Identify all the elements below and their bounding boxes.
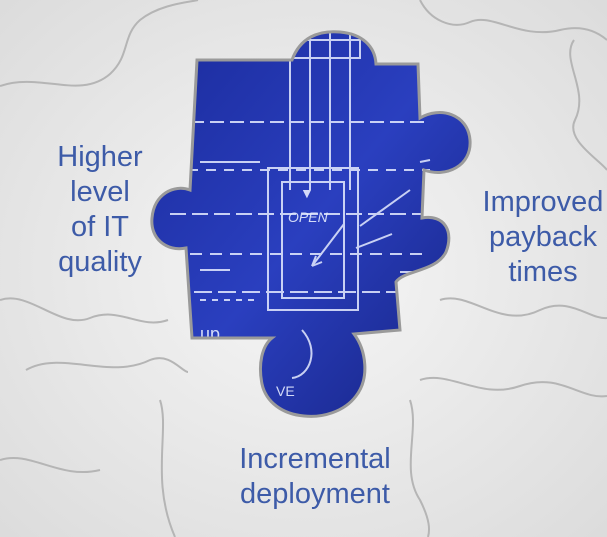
label-line: times <box>508 256 578 288</box>
ve-label: VE <box>276 383 295 399</box>
label-higher-it-quality: Higher level of IT quality <box>30 140 170 280</box>
label-line: of IT <box>70 211 129 243</box>
label-line: Improved <box>482 186 604 218</box>
label-line: deployment <box>240 478 390 510</box>
label-improved-payback: Improved payback times <box>458 185 607 290</box>
label-incremental-deployment: Incremental deployment <box>205 442 425 512</box>
piece-outline <box>150 30 472 418</box>
label-line: Higher <box>57 141 143 173</box>
svg-text:▼: ▼ <box>300 185 314 201</box>
label-line: payback <box>488 221 597 253</box>
label-line: Incremental <box>239 443 391 475</box>
open-label: OPEN <box>288 209 329 225</box>
label-line: level <box>70 176 130 208</box>
label-line: quality <box>58 246 142 278</box>
